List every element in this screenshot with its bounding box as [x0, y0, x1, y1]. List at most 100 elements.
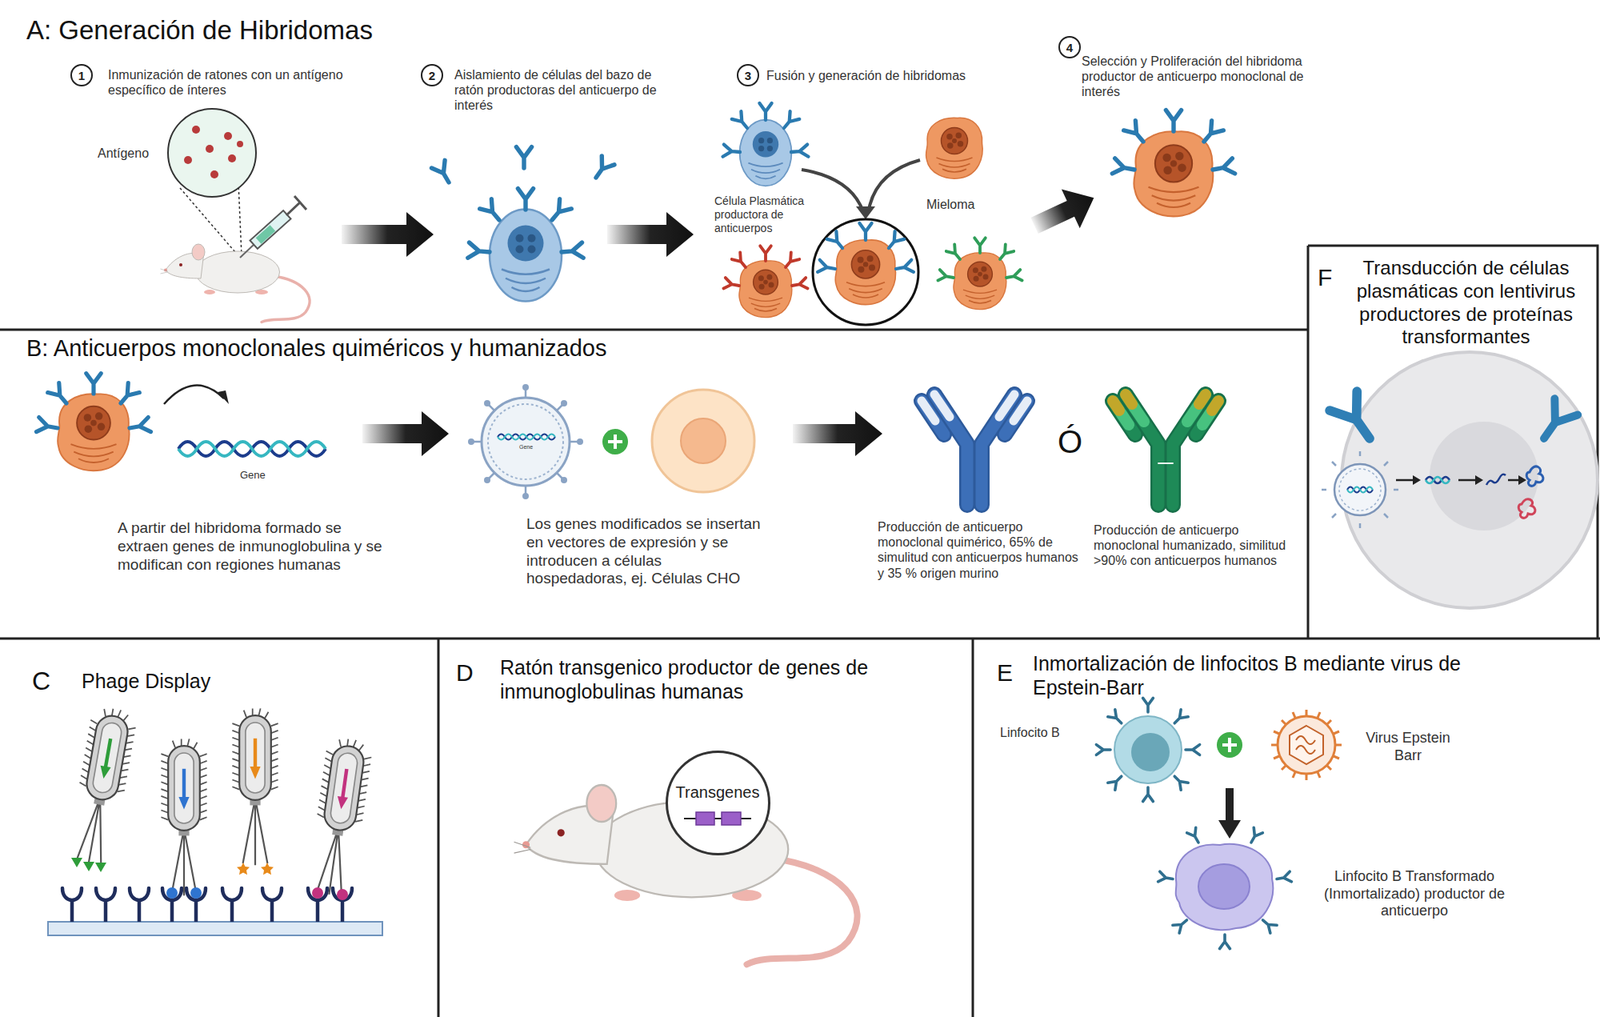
plus-sign-part	[1222, 737, 1237, 752]
circle-label: Transgenes	[676, 783, 760, 801]
plus-sign-part	[1216, 732, 1243, 758]
phage-display-part	[190, 887, 202, 899]
transformed-lymphocyte	[1158, 827, 1292, 948]
epstein-barr-virus	[1271, 709, 1342, 780]
transduced-cell-part	[1347, 487, 1373, 493]
humanized-antibody-part	[1112, 394, 1219, 505]
b-lymphocyte-part	[1114, 716, 1182, 784]
cell-label: Linfocito B	[1000, 724, 1060, 740]
selected-hybridoma-part	[1112, 158, 1136, 177]
humanized-antibody-part	[1120, 406, 1211, 425]
selected-hybridoma-part	[1165, 110, 1181, 132]
panel-borders-part	[972, 638, 975, 1017]
syringe-part	[240, 244, 255, 258]
panel-f: FTransducción de células plasmáticas con…	[1308, 245, 1600, 639]
epstein-barr-virus-part	[1277, 716, 1336, 774]
phage-display-part	[312, 887, 324, 899]
panel-title: Phage Display	[81, 668, 211, 693]
mouse-a	[160, 244, 311, 323]
syringe-part	[256, 224, 276, 244]
transduced-cell-part	[1518, 499, 1536, 519]
expression-vector-part	[497, 434, 556, 440]
transgene-circle-part	[696, 812, 715, 825]
antigen-magnifier-part	[210, 170, 219, 179]
antigen-label: Antígeno	[97, 145, 149, 161]
b-lymphocyte	[1096, 697, 1200, 801]
antigen-magnifier-part	[192, 125, 200, 134]
transduced-cell-part	[1347, 487, 1373, 493]
step-number: 1	[70, 64, 93, 87]
hybridoma-b-part	[36, 417, 59, 436]
plasma-cell-step2-part	[489, 209, 562, 302]
panel-borders-part	[1308, 245, 1598, 639]
transduced-cell-part	[1339, 468, 1381, 511]
down-arrow	[1218, 788, 1241, 839]
antigen-magnifier-part	[224, 132, 232, 140]
plasma-cell-step2-part	[546, 199, 572, 226]
down-arrow-part	[1218, 820, 1241, 839]
selected-hybridoma-part	[1133, 131, 1213, 216]
chimeric-antibody-part	[921, 394, 1028, 505]
dna-helix	[178, 441, 326, 456]
step-number: 2	[420, 64, 444, 87]
selected-hybridoma-circle-part	[827, 231, 848, 252]
phage-display-part	[262, 888, 282, 922]
transduced-cell	[1321, 352, 1598, 608]
chimeric-antibody-part	[921, 394, 1028, 505]
plasma-cell-step2-part	[560, 242, 584, 260]
phage-display-part	[186, 888, 206, 922]
transformed-lymphocyte-part	[1220, 934, 1231, 949]
selected-hybridoma	[1112, 110, 1235, 217]
expression-vector-part	[484, 476, 491, 484]
antigen-magnifier-part	[168, 108, 256, 197]
callout-number: 3	[744, 69, 752, 82]
antibody-caption: Producción de anticuerpo monoclonal huma…	[1093, 522, 1304, 569]
antigen-magnifier-part	[184, 156, 192, 164]
phage-display-part	[62, 888, 82, 922]
transduced-cell-part	[1321, 451, 1399, 528]
cell-label: Linfocito B Transformado (Inmortalizado)…	[1309, 868, 1520, 920]
transgene-circle	[666, 751, 769, 854]
transformed-lymphocyte-part	[1172, 916, 1191, 933]
expression-vector-part	[488, 404, 564, 480]
phage-display-part	[66, 704, 139, 868]
phage-display-part	[308, 888, 328, 922]
antigen-magnifier	[168, 108, 256, 258]
hybridoma-b-part	[48, 383, 72, 408]
plasma-cell-step2	[431, 147, 615, 302]
transformed-lymphocyte-part	[1158, 871, 1175, 884]
transduced-cell-part	[1518, 475, 1527, 485]
selected-hybridoma-circle-part	[895, 260, 914, 276]
expression-vector-part	[471, 387, 580, 496]
phage-display-part	[96, 888, 116, 922]
plasma-cell-step3-part	[759, 103, 772, 120]
process-arrow-part	[362, 411, 449, 456]
panel-letter: E	[996, 658, 1013, 688]
transformed-lymphocyte-part	[1246, 827, 1263, 845]
phage-display-part	[332, 888, 352, 922]
expression-vector-part	[560, 400, 568, 407]
process-arrow-part-part	[1025, 178, 1104, 246]
plasma-cell-step2-part	[589, 156, 615, 183]
process-arrow-part	[607, 212, 694, 257]
b-lymphocyte-part	[1143, 697, 1154, 712]
cell-label: Célula Plasmática productora de anticuer…	[714, 194, 827, 235]
panel-letter: C	[32, 665, 51, 696]
plasma-cell-step3	[723, 103, 809, 186]
b-lymphocyte-part	[1171, 709, 1188, 727]
transformed-lymphocyte-part	[1259, 916, 1277, 933]
plus-sign-part	[602, 428, 628, 455]
expression-vector-part	[560, 476, 568, 484]
transformed-lymphocyte-part	[1198, 864, 1250, 909]
callout-number: 1	[78, 69, 85, 82]
epstein-barr-virus-part	[1296, 736, 1316, 754]
syringe-part	[250, 210, 292, 249]
phage-display-part	[129, 888, 149, 922]
step-text: Los genes modificados se insertan en vec…	[526, 515, 763, 588]
green-hybridoma-part	[996, 244, 1014, 263]
selected-hybridoma-circle-part	[835, 240, 896, 305]
expression-vector-part	[522, 492, 529, 500]
step-text: Aislamiento de células del bazo de ratón…	[454, 67, 683, 114]
dna-helix-part	[178, 441, 326, 456]
